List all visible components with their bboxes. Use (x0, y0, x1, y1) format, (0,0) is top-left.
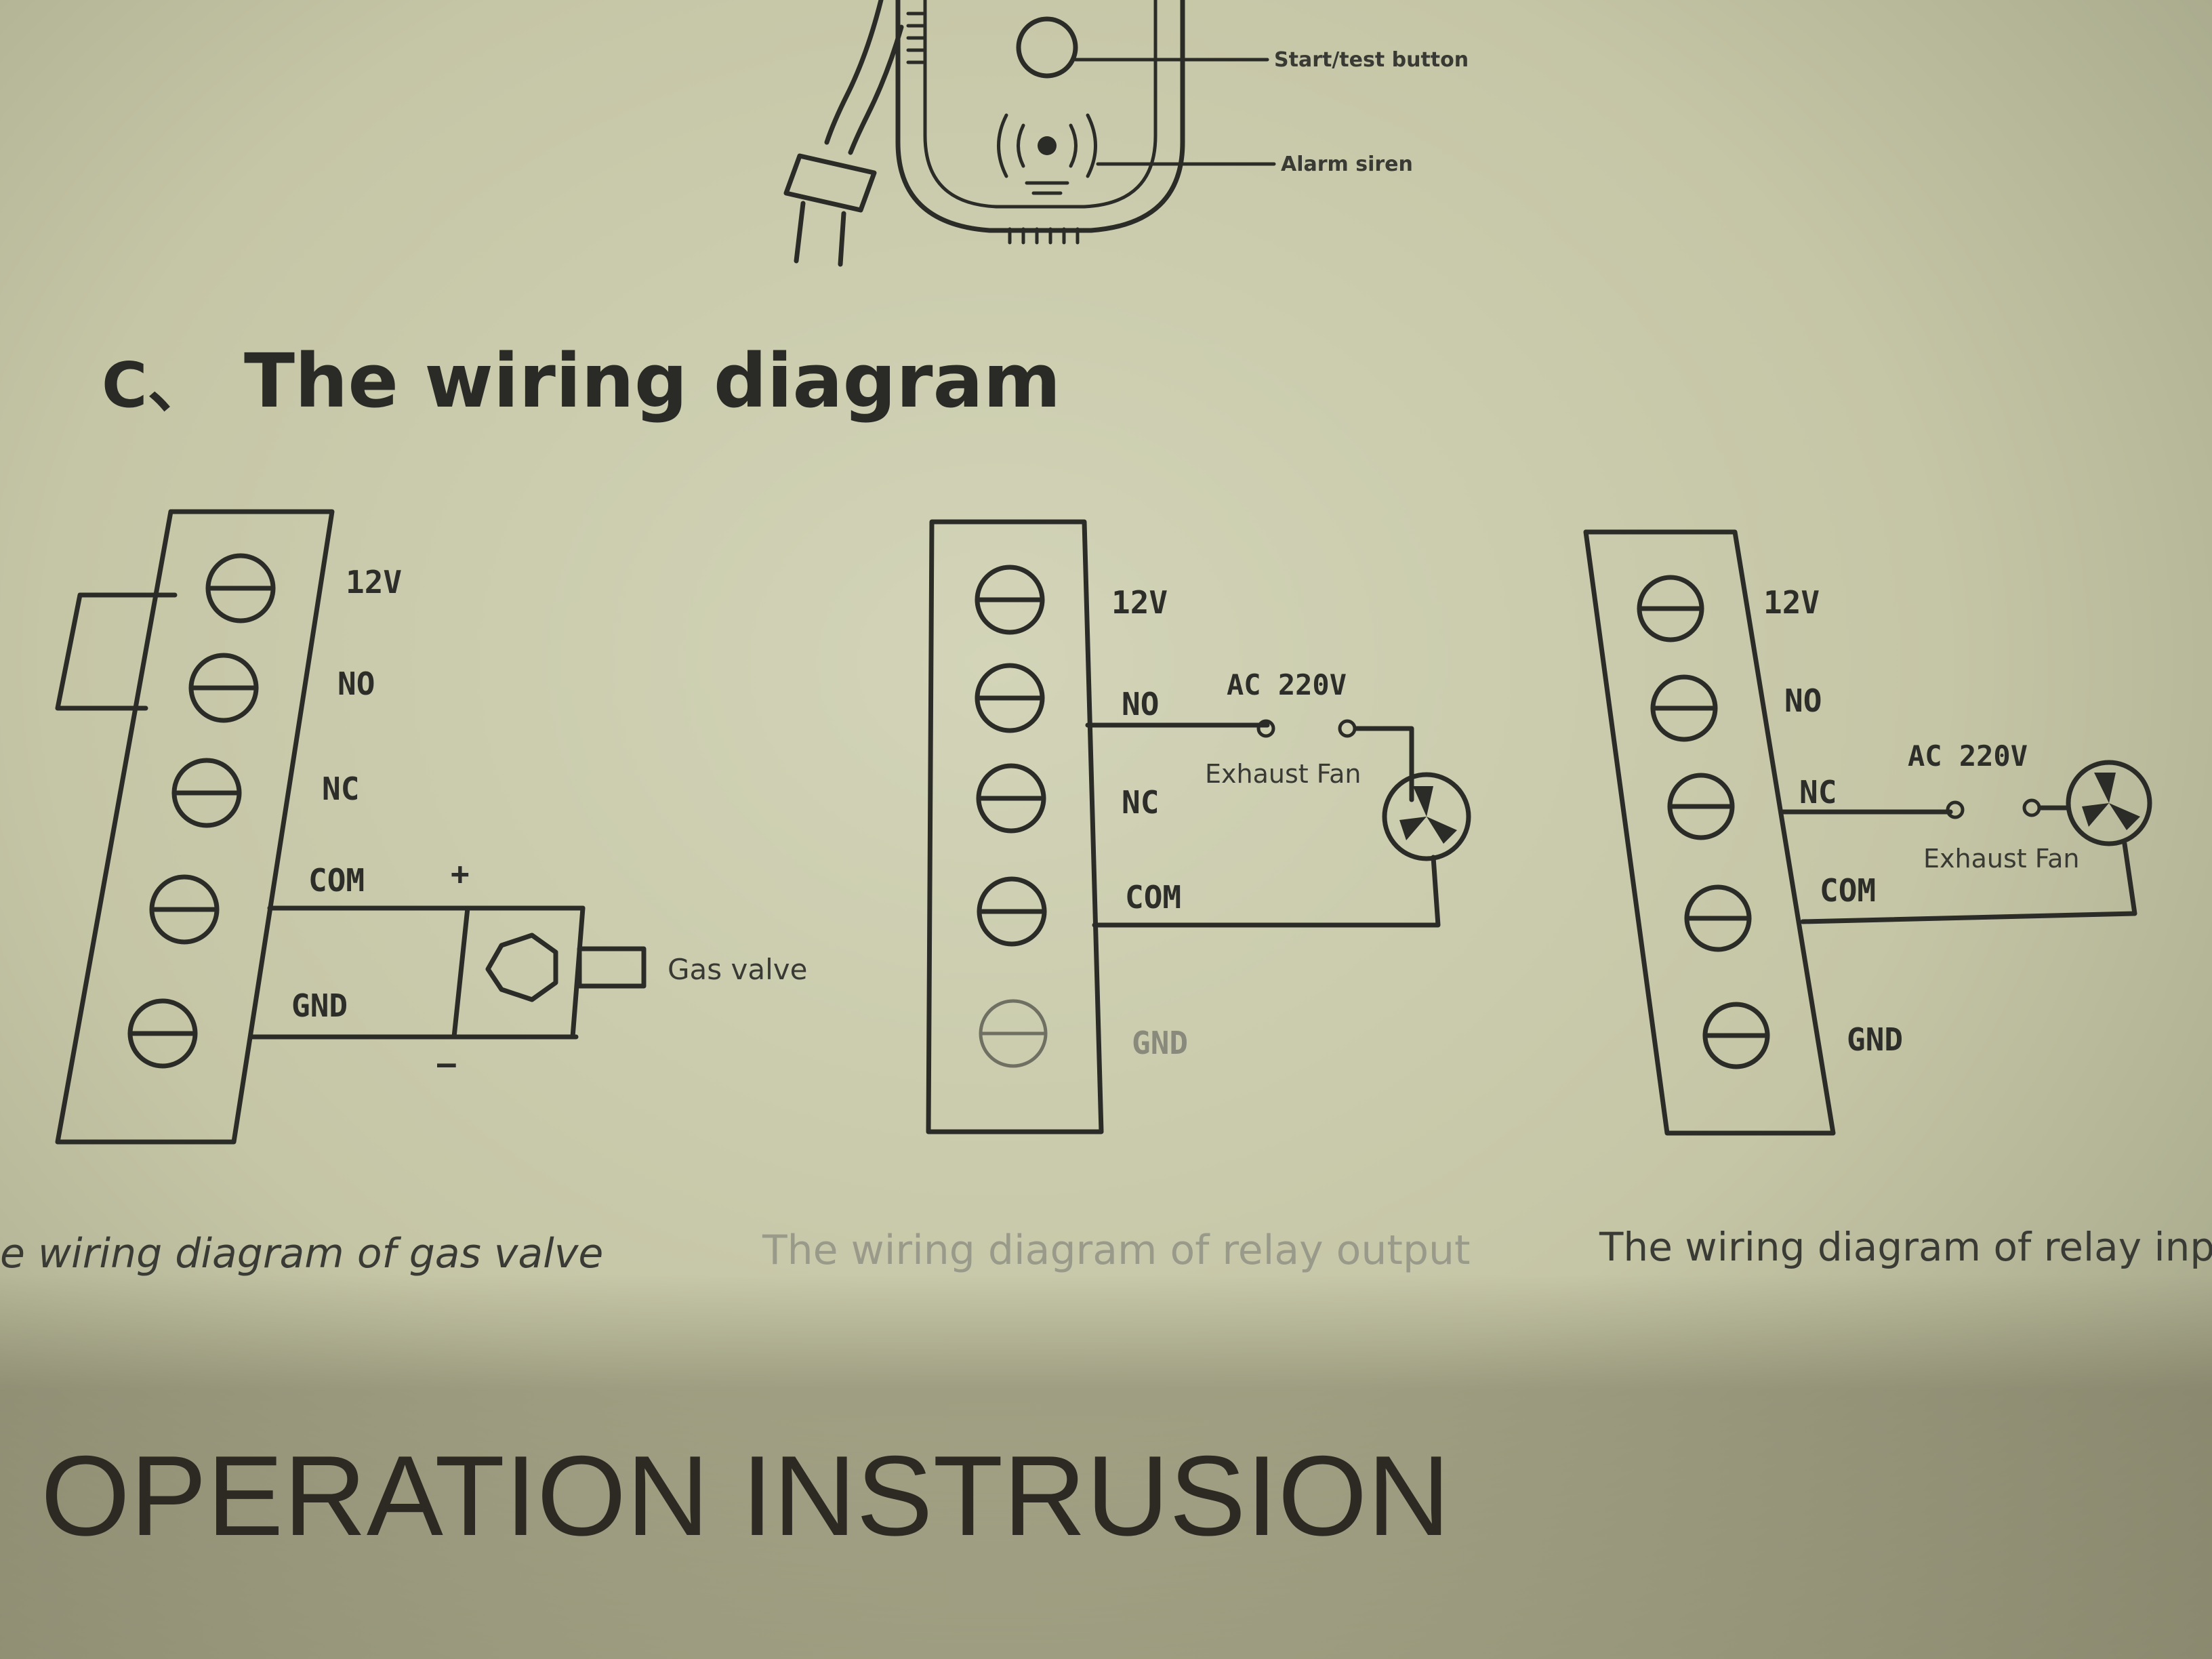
wire-switch-to-fan (1353, 726, 1414, 802)
operation-heading: OPERATION INSTRUSION (41, 1432, 1450, 1559)
wire-fan-to-com (1092, 855, 1441, 928)
ac-220v-label: AC 220V (1908, 739, 2028, 773)
diagram-relay-input: 12V NO NC COM GND AC 220V Exhaust Fan Th… (1583, 529, 2212, 1270)
gas-valve-nut-icon (485, 933, 558, 1002)
power-plug-icon (783, 0, 904, 267)
terminal-label-nc: NC (1122, 784, 1159, 821)
terminal-block (55, 509, 335, 1145)
terminal-screws (975, 565, 1048, 1068)
terminal-label-12v: 12V (1111, 584, 1168, 621)
terminal-label-no: NO (1122, 686, 1159, 722)
exhaust-fan-label: Exhaust Fan (1205, 759, 1361, 789)
alarm-siren-label: Alarm siren (1281, 152, 1413, 176)
gas-detector-illustration: Start/test button Alarm siren (783, 0, 1469, 267)
terminal-block (926, 519, 1104, 1134)
caption-relay-input: The wiring diagram of relay inp (1599, 1224, 2212, 1270)
start-test-button-label: Start/test button (1274, 48, 1469, 72)
alarm-siren-icon (997, 113, 1097, 195)
ac-220v-label: AC 220V (1227, 668, 1347, 701)
terminal-label-gnd: GND (291, 987, 348, 1024)
exhaust-fan-icon (1382, 772, 1471, 861)
terminal-label-com: COM (1820, 872, 1876, 909)
section-letter: C、 (102, 349, 210, 422)
jumper-12v-no (55, 592, 178, 711)
polarity-plus: + (451, 855, 470, 892)
diagram-relay-output: 12V NO NC COM GND AC 220V Exhaust Fan Th… (762, 519, 1471, 1274)
start-test-button-icon (1016, 16, 1078, 79)
exhaust-fan-label: Exhaust Fan (1923, 844, 2079, 874)
caption-gas-valve: e wiring diagram of gas valve (0, 1230, 603, 1277)
terminal-block (1583, 529, 1836, 1136)
diagram-gas-valve: 12V NO NC COM GND + – Gas valve e wiring… (0, 509, 807, 1277)
exhaust-fan-icon (2066, 760, 2152, 846)
terminal-screws (1637, 575, 1770, 1069)
terminal-label-gnd: GND (1132, 1025, 1188, 1061)
terminal-label-nc: NC (322, 771, 359, 807)
polarity-minus: – (437, 1045, 456, 1082)
gas-valve-stem (577, 946, 647, 989)
caption-relay-output: The wiring diagram of relay output (762, 1227, 1471, 1274)
terminal-label-no: NO (337, 665, 375, 702)
terminal-label-gnd: GND (1847, 1021, 1903, 1058)
gas-valve-label: Gas valve (668, 953, 807, 986)
terminal-label-no: NO (1784, 682, 1822, 719)
switch-contact-left (1256, 719, 1275, 738)
switch-contact-left (1946, 800, 1965, 819)
terminal-label-com: COM (308, 862, 365, 899)
gas-valve-body (451, 905, 586, 1040)
terminal-screws (127, 553, 276, 1069)
section-title: The wiring diagram (244, 337, 1061, 424)
terminal-label-nc: NC (1799, 774, 1837, 811)
terminal-label-12v: 12V (346, 564, 402, 600)
vent-grille-top (906, 12, 925, 64)
wire-fan-to-com (1800, 841, 2137, 924)
switch-contact-right (2022, 798, 2041, 817)
vent-grille-bottom (1008, 227, 1080, 245)
terminal-label-com: COM (1125, 879, 1181, 916)
switch-contact-right (1338, 719, 1357, 738)
terminal-label-12v: 12V (1763, 584, 1820, 621)
